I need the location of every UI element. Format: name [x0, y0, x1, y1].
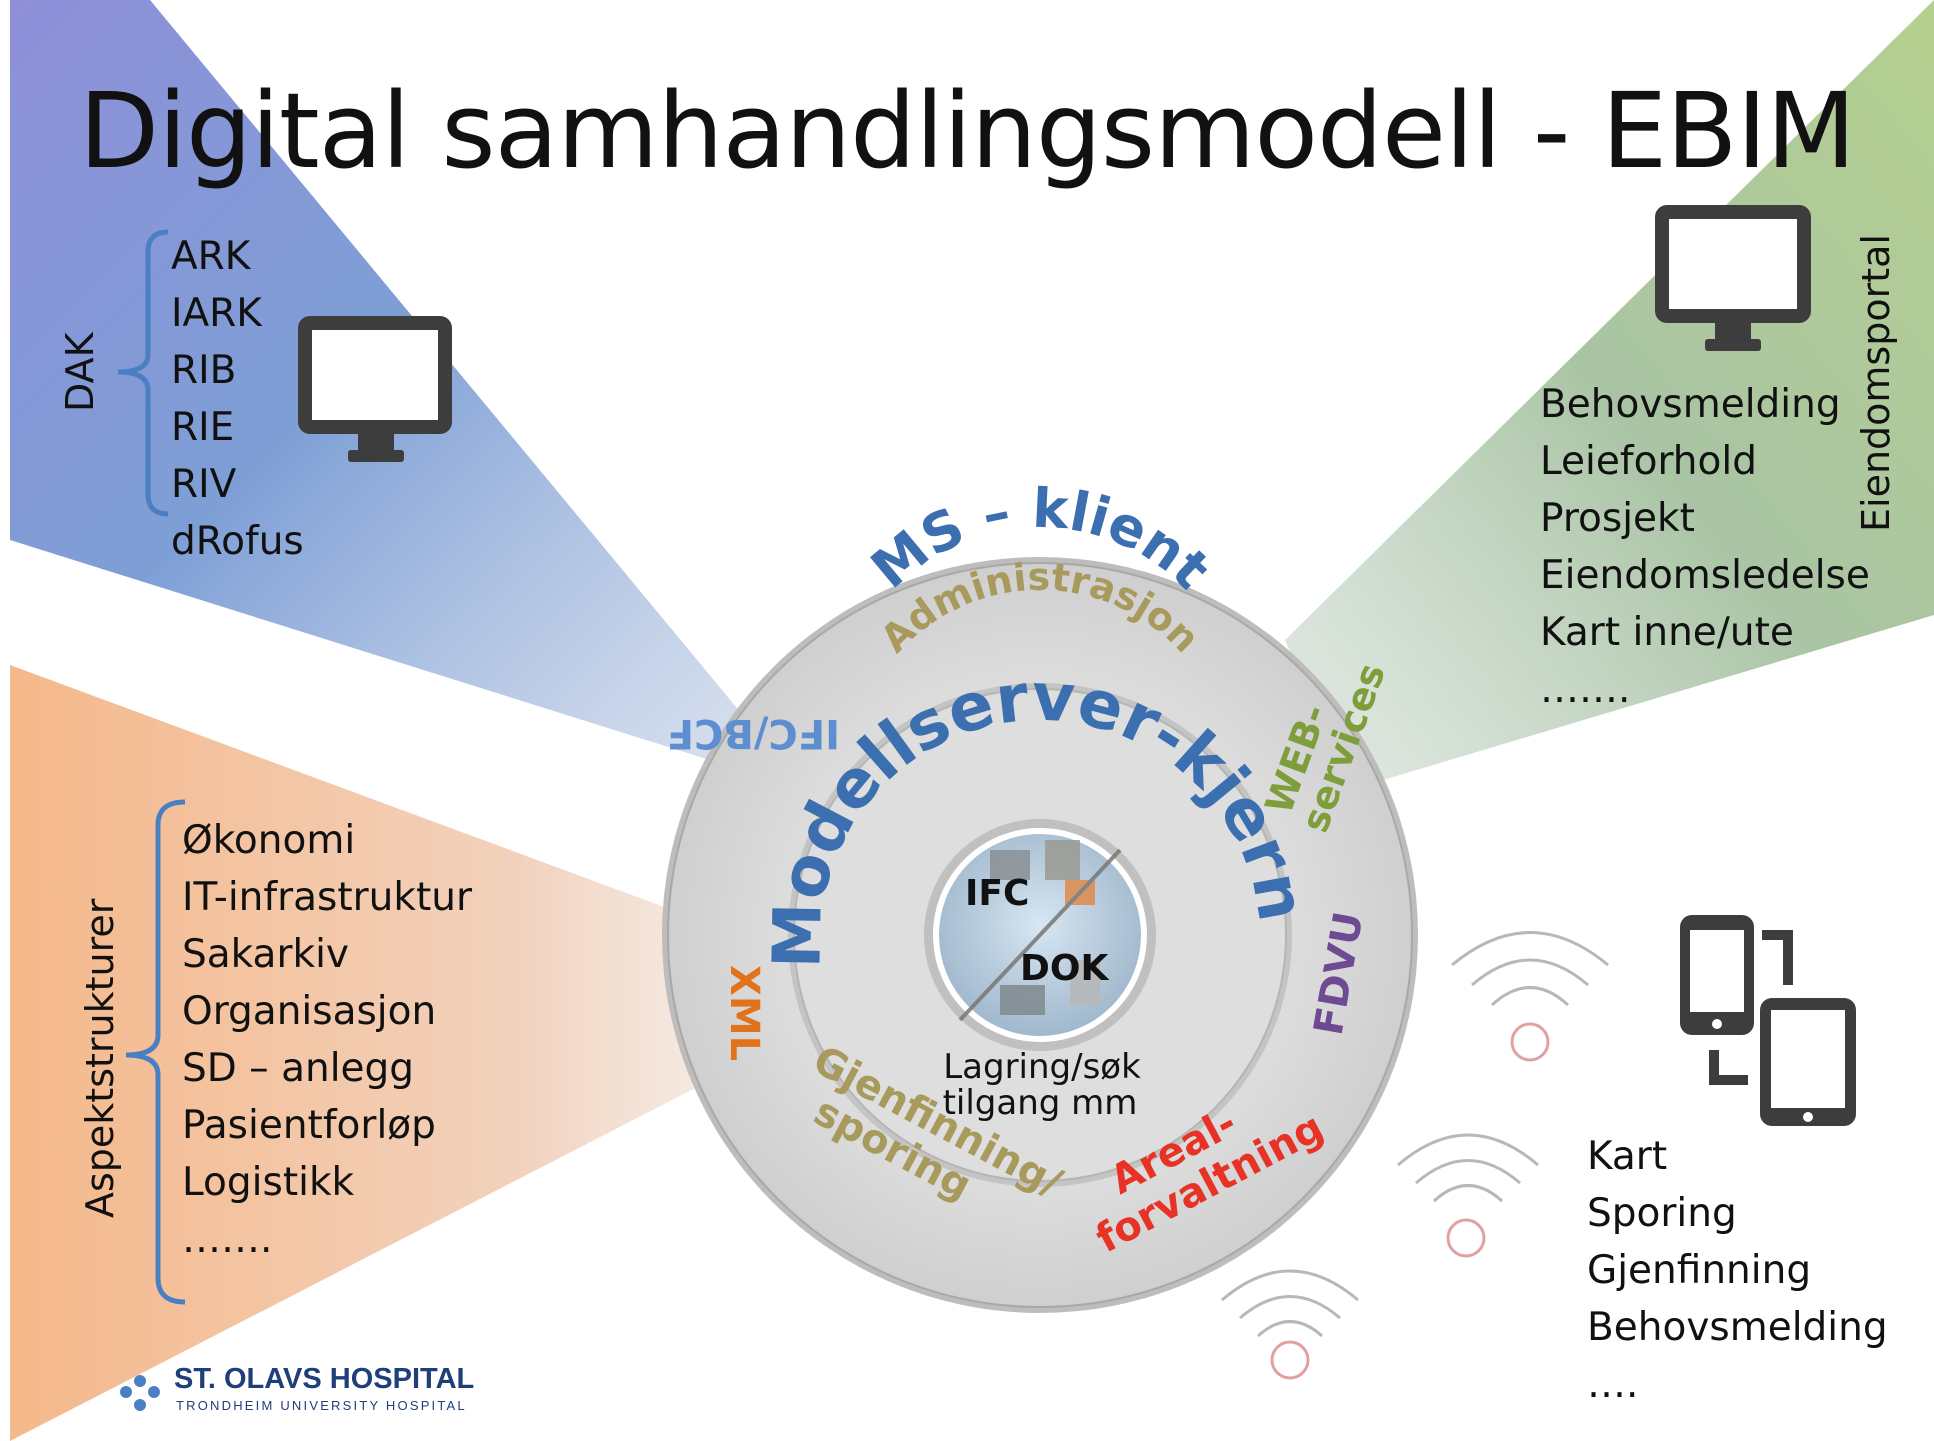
- eiendom-wedge: [1285, 0, 1934, 790]
- wifi-beacon-icon: [1451, 931, 1609, 1062]
- aspekt-label: Aspektstrukturer: [78, 898, 122, 1218]
- monitor-icon: [298, 316, 452, 462]
- logo-name: ST. OLAVS HOSPITAL: [174, 1363, 475, 1395]
- ifc-label: IFC: [965, 873, 1029, 914]
- list-item: Pasientforløp: [182, 1103, 436, 1148]
- list-item: IARK: [171, 291, 262, 336]
- list-item: Gjenfinning: [1587, 1248, 1812, 1293]
- list-item: dRofus: [171, 519, 304, 564]
- list-item: SD – anlegg: [182, 1046, 415, 1091]
- list-item: Kart inne/ute: [1540, 610, 1794, 655]
- list-item: Behovsmelding: [1540, 382, 1841, 427]
- aspekt-bracket: [125, 799, 186, 1305]
- list-item: Prosjekt: [1540, 496, 1695, 541]
- page-title: Digital samhandlingsmodell - EBIM: [79, 70, 1856, 192]
- dak-list: ARK IARK RIB RIE RIV dRofus: [171, 228, 304, 570]
- xml-label: XML: [721, 965, 767, 1061]
- tilgang-label: tilgang mm: [943, 1083, 1138, 1123]
- list-item: Eiendomsledelse: [1540, 553, 1870, 598]
- list-item: RIV: [171, 462, 237, 507]
- ifc-bcf-label: IFC/BCF: [667, 710, 840, 756]
- aspekt-wedge: [10, 665, 740, 1441]
- dok-label: DOK: [1020, 948, 1109, 989]
- list-item: RIB: [171, 348, 237, 393]
- list-item: Sakarkiv: [182, 932, 349, 977]
- dak-label: DAK: [58, 332, 102, 412]
- list-item: …….: [1540, 667, 1631, 712]
- monitor-icon: [1655, 205, 1811, 351]
- list-item: Leieforhold: [1540, 439, 1757, 484]
- list-item: RIE: [171, 405, 235, 450]
- lagring-label: Lagring/søk: [943, 1047, 1141, 1087]
- list-item: Logistikk: [182, 1160, 355, 1205]
- wifi-beacon-icon: [1221, 1269, 1359, 1380]
- eiendom-list: Behovsmelding Leieforhold Prosjekt Eiend…: [1540, 376, 1870, 718]
- list-item: Sporing: [1587, 1191, 1737, 1236]
- list-item: Kart: [1587, 1134, 1668, 1179]
- list-item: Organisasjon: [182, 989, 437, 1034]
- logo-subtitle: TRONDHEIM UNIVERSITY HOSPITAL: [176, 1398, 467, 1413]
- logo-mark: [120, 1375, 160, 1411]
- dak-bracket: [117, 229, 169, 517]
- phone-tablet-icon: [1680, 915, 1856, 1126]
- list-item: ARK: [171, 234, 251, 279]
- list-item: IT-infrastruktur: [182, 875, 473, 920]
- list-item: Behovsmelding: [1587, 1305, 1888, 1350]
- central-diagram: [662, 557, 1418, 1313]
- list-item: …….: [182, 1217, 273, 1262]
- aspekt-list: Økonomi IT-infrastruktur Sakarkiv Organi…: [182, 812, 472, 1268]
- mobile-list: Kart Sporing Gjenfinning Behovsmelding ……: [1587, 1128, 1888, 1413]
- list-item: ….: [1587, 1362, 1639, 1407]
- wifi-beacon-icon: [1397, 1133, 1539, 1258]
- list-item: Økonomi: [182, 818, 356, 863]
